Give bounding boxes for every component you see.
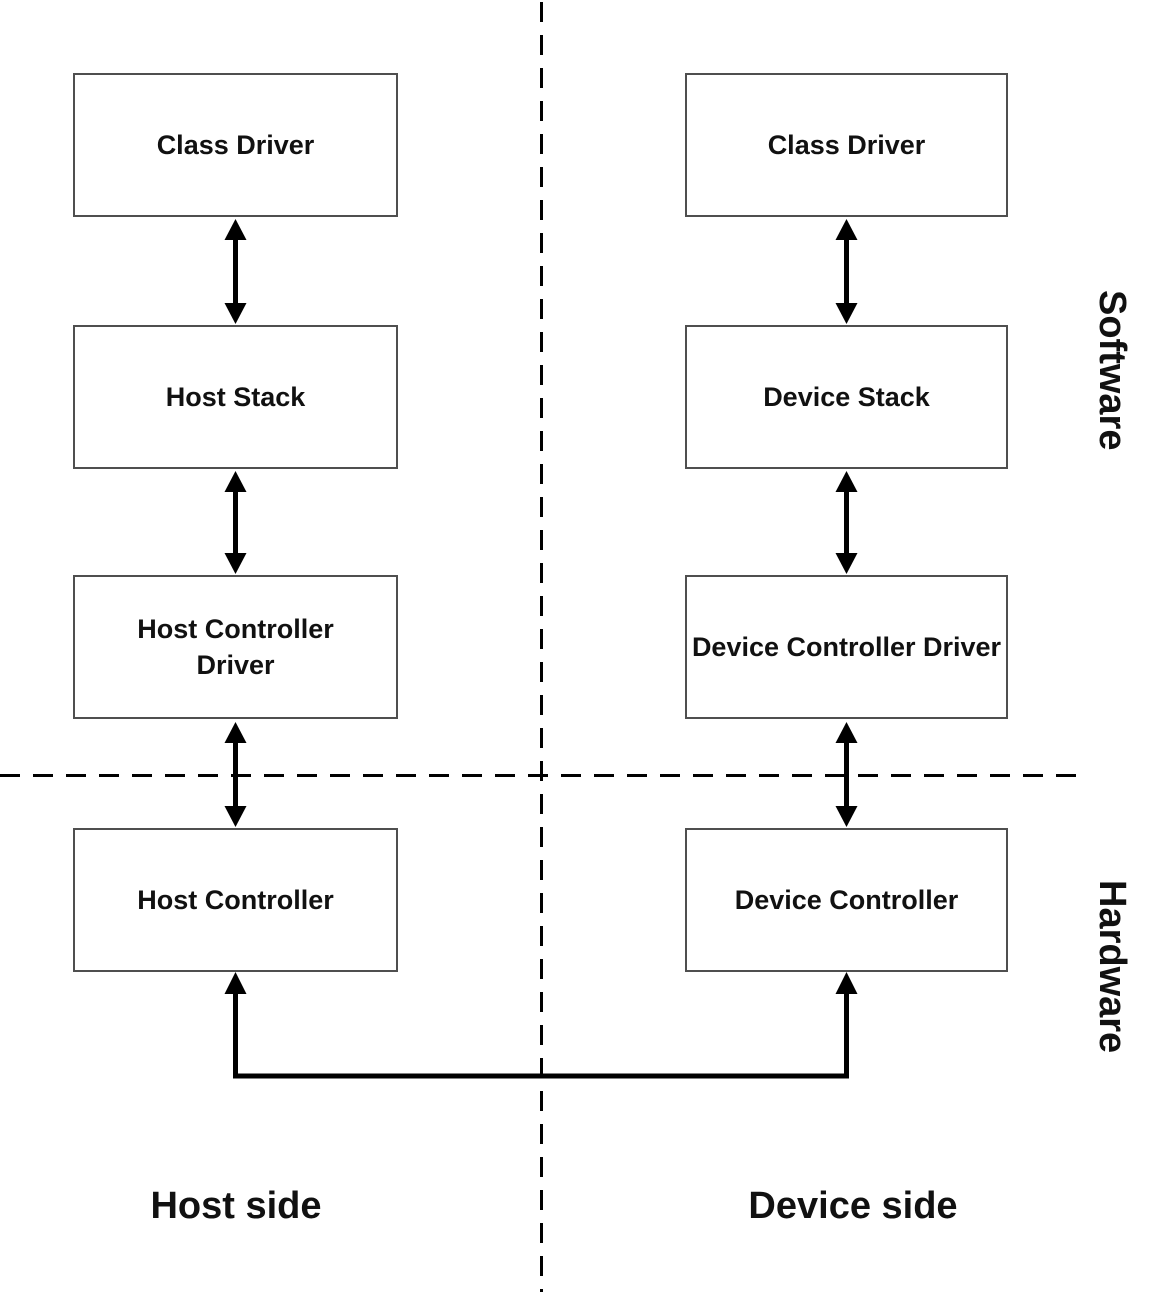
box-label: Class Driver: [156, 129, 315, 160]
connector-hostcontroller-devicecontroller: [224, 972, 858, 1079]
box-label: Host Controller Driver: [137, 613, 334, 680]
device-side-label: Device side: [748, 1185, 958, 1227]
box-label: Device Stack: [763, 381, 930, 412]
box-host-controller: Host Controller: [73, 828, 398, 972]
arrow-device-dcd-devicecontroller: [835, 722, 858, 827]
arrow-host-hoststack-hcd: [224, 471, 247, 574]
box-device-class-driver: Class Driver: [685, 73, 1008, 217]
arrow-host-hcd-hostcontroller: [224, 722, 247, 827]
box-label: Device Controller Driver: [691, 631, 1002, 662]
arrow-device-classdriver-devicestack: [835, 219, 858, 324]
arrow-host-classdriver-hoststack: [224, 219, 247, 324]
box-device-controller-driver: Device Controller Driver: [685, 575, 1008, 719]
box-device-controller: Device Controller: [685, 828, 1008, 972]
box-device-stack: Device Stack: [685, 325, 1008, 469]
box-host-controller-driver: Host Controller Driver: [73, 575, 398, 719]
box-label: Host Controller: [137, 884, 334, 915]
box-label: Device Controller: [734, 884, 959, 915]
host-side-label: Host side: [150, 1185, 322, 1227]
hardware-region-label: Hardware: [1091, 880, 1133, 1054]
arrow-device-devicestack-dcd: [835, 471, 858, 574]
box-label: Class Driver: [767, 129, 926, 160]
software-region-label: Software: [1091, 290, 1133, 451]
box-label: Host Stack: [165, 381, 306, 412]
box-host-stack: Host Stack: [73, 325, 398, 469]
box-host-class-driver: Class Driver: [73, 73, 398, 217]
